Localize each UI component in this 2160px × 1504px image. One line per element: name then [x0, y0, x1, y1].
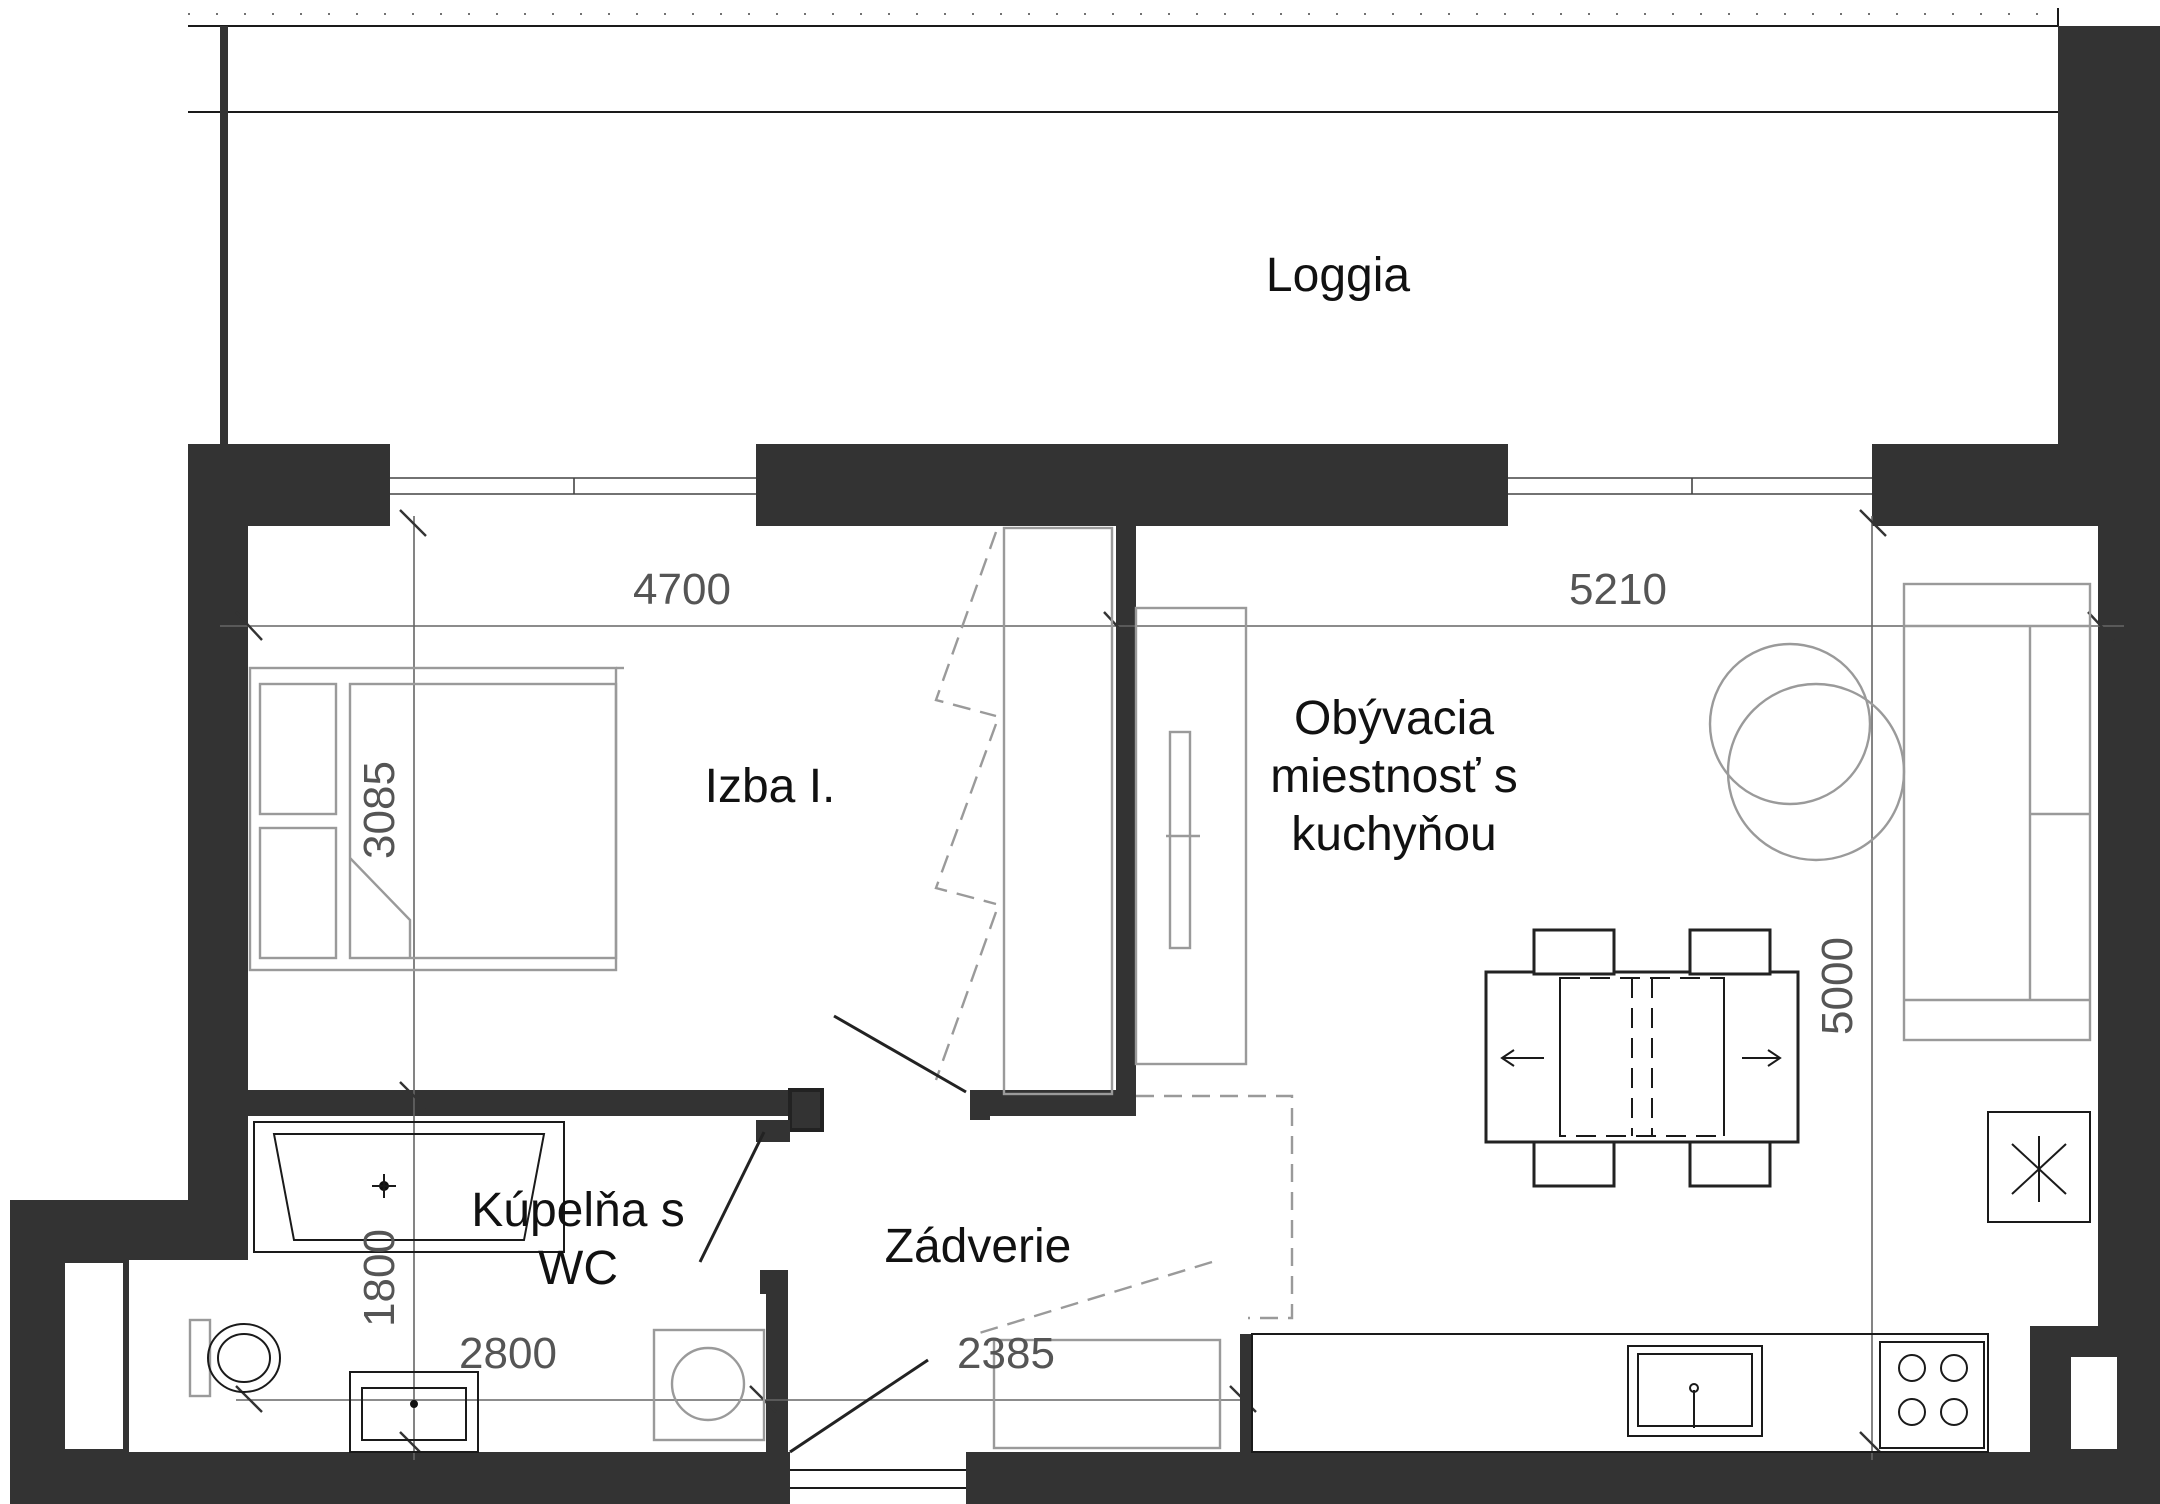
toilet [188, 1318, 281, 1398]
dim-label-kupelna-depth: 1800 [355, 1229, 404, 1327]
armchairs [1708, 642, 1906, 862]
tv-unit [1134, 606, 1248, 1066]
room-label-kupelna-line2: WC [538, 1242, 618, 1295]
dim-label-obyvacia-width: 5210 [1569, 565, 1667, 614]
izba-door [833, 1014, 967, 1094]
room-label-obyvacia-line2: miestnosť s [1270, 750, 1517, 803]
fridge [1987, 1111, 2091, 1223]
room-label-izba: Izba I. [705, 760, 836, 813]
kupelna-door [698, 1131, 766, 1263]
sofa [1902, 582, 2092, 1042]
dining-table [1484, 928, 1800, 1188]
dim-label-obyvacia-depth: 5000 [1813, 937, 1862, 1035]
room-label-loggia: Loggia [1266, 249, 1410, 302]
kitchen-counter [1251, 1333, 1989, 1453]
dim-label-kupelna-width: 2800 [459, 1329, 557, 1378]
zadverie-fixtures [789, 1094, 1294, 1489]
washing-machine [652, 1328, 766, 1442]
room-label-kupelna-line1: Kúpelňa s [471, 1184, 685, 1237]
dim-label-izba-depth: 3085 [355, 761, 404, 859]
room-label-zadverie: Zádverie [885, 1220, 1072, 1273]
bed [248, 666, 624, 972]
room-label-obyvacia-line3: kuchyňou [1291, 808, 1496, 861]
room-label-obyvacia-line1: Obývacia [1294, 692, 1494, 745]
dim-label-izba-width: 4700 [633, 565, 731, 614]
dim-label-zadverie-width: 2385 [957, 1329, 1055, 1378]
walls [10, 26, 2160, 1504]
washbasin [349, 1371, 479, 1453]
loggia-railing [188, 8, 2160, 444]
wardrobe [934, 526, 1114, 1096]
bathtub [253, 1121, 565, 1253]
windows [390, 477, 1872, 495]
